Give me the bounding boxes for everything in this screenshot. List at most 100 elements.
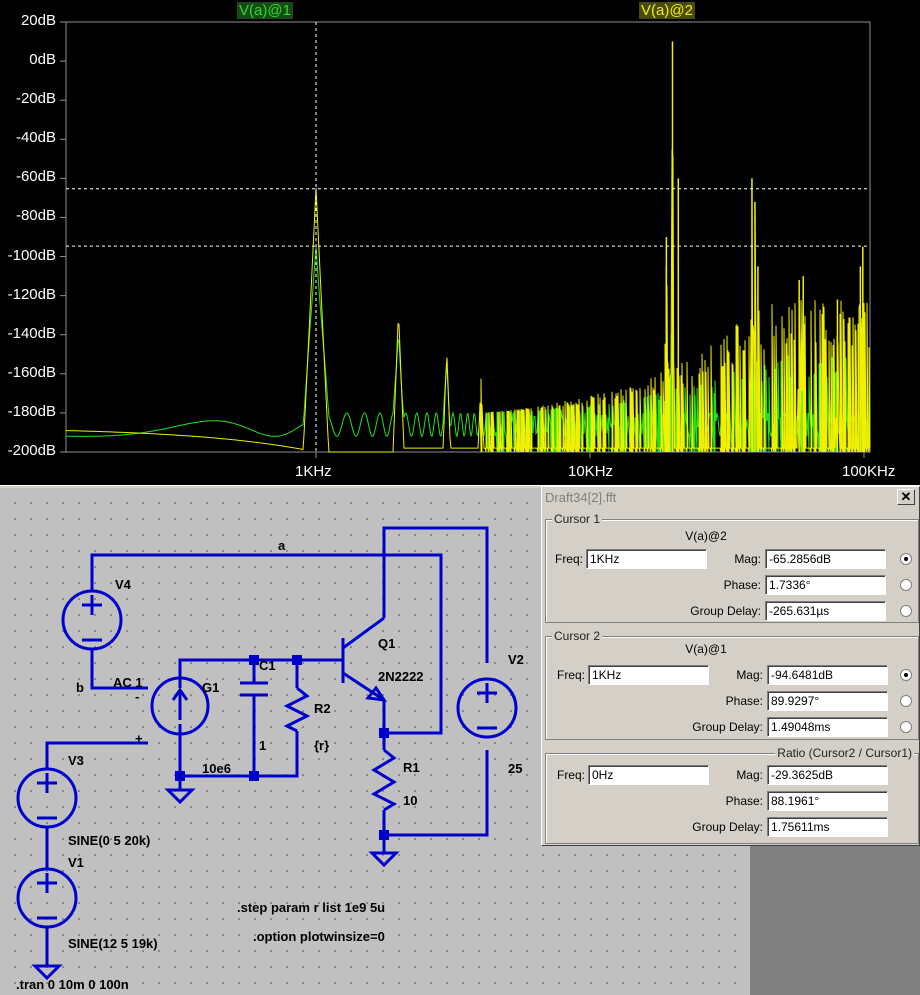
- y-tick-label: -200dB: [7, 442, 56, 459]
- source-v3[interactable]: [16, 767, 78, 829]
- ratio-mag-label: Mag:: [736, 768, 763, 782]
- v1-label: V1: [68, 855, 84, 870]
- q1-model: 2N2222: [378, 669, 424, 684]
- waveform-plot-pane[interactable]: V(a)@1 V(a)@2 20dB 0dB -20dB -40dB -60dB -80d…: [0, 0, 920, 485]
- x-tick-label: 10KHz: [568, 463, 614, 480]
- junctions: [175, 655, 389, 840]
- v2-value: 25: [508, 761, 523, 776]
- cursor2-group: Cursor 2 V(a)@1 Freq: 1KHz Mag: -94.6481…: [545, 629, 919, 740]
- step-directive[interactable]: .step param r list 1e9 5u: [237, 900, 386, 915]
- ratio-gd-label: Group Delay:: [692, 820, 763, 834]
- cursor2-phase-field[interactable]: 89.9297°: [767, 691, 888, 711]
- cursor2-mag-radio[interactable]: [900, 669, 912, 681]
- c1-value: 1: [259, 738, 267, 753]
- ratio-mag-field[interactable]: -29.3625dB: [767, 765, 888, 785]
- cursor1-freq-field[interactable]: 1KHz: [586, 549, 707, 569]
- cursor1-phase-field[interactable]: 1.7336°: [765, 575, 886, 595]
- cursor1-legend: Cursor 1: [552, 512, 603, 526]
- fft-plot-svg[interactable]: [0, 0, 920, 485]
- cursor1-phase-radio[interactable]: [900, 579, 912, 591]
- cursor2-trace: V(a)@1: [685, 642, 727, 656]
- resistor-r2[interactable]: [283, 686, 311, 733]
- v1-value: SINE(12 5 19k): [68, 936, 158, 951]
- cursor2-mag-field[interactable]: -94.6481dB: [767, 665, 888, 685]
- source-v1[interactable]: [16, 867, 78, 929]
- g1-value: 10e6: [202, 761, 231, 776]
- cursor1-mag-field[interactable]: -65.2856dB: [765, 549, 886, 569]
- wires: [45, 526, 489, 966]
- pane-splitter[interactable]: [0, 485, 920, 489]
- v4-value: AC 1: [113, 675, 143, 690]
- cursor-dialog[interactable]: Draft34[2].fft ✕ Cursor 1 V(a)@2 Freq: 1…: [541, 486, 920, 846]
- q1-label: Q1: [378, 636, 396, 651]
- plot-grid: [60, 21, 865, 458]
- ratio-freq-field[interactable]: 0Hz: [588, 765, 709, 785]
- cursor2-legend: Cursor 2: [552, 629, 603, 643]
- cursor1-gd-field[interactable]: -265.631µs: [765, 601, 886, 621]
- y-tick-label: -60dB: [15, 168, 56, 186]
- net-label-a: a: [278, 538, 286, 553]
- y-tick-label: -180dB: [7, 402, 56, 420]
- cursor1-group: Cursor 1 V(a)@2 Freq: 1KHz Mag: -65.2856…: [545, 512, 919, 623]
- x-tick-label: 100KHz: [842, 463, 896, 480]
- r2-label: R2: [314, 701, 331, 716]
- tran-directive[interactable]: .tran 0 10m 0 100n: [16, 977, 129, 992]
- dialog-title[interactable]: Draft34[2].fft: [542, 487, 919, 509]
- cursor1-freq-label: Freq:: [554, 552, 583, 566]
- r1-value: 10: [403, 793, 418, 808]
- v4-label: V4: [115, 577, 131, 592]
- source-g1[interactable]: [150, 676, 210, 736]
- plot-cursors: [66, 22, 870, 452]
- cursor2-gd-label: Group Delay:: [692, 720, 763, 734]
- g1-pin-plus: +: [135, 731, 143, 746]
- y-tick-label: -20dB: [15, 90, 56, 108]
- y-tick-label: -120dB: [7, 285, 56, 303]
- r1-label: R1: [403, 760, 420, 775]
- capacitor-c1[interactable]: [240, 681, 268, 706]
- cursor1-gd-radio[interactable]: [900, 605, 912, 617]
- c1-label: C1: [259, 658, 276, 673]
- x-tick-label: 1KHz: [295, 463, 332, 480]
- close-button[interactable]: ✕: [897, 489, 915, 505]
- cursor1-trace: V(a)@2: [685, 529, 727, 543]
- ratio-gd-field[interactable]: 1.75611ms: [767, 817, 888, 837]
- ratio-freq-label: Freq:: [556, 768, 585, 782]
- plot-traces: [66, 41, 871, 453]
- y-tick-label: -40dB: [15, 129, 56, 147]
- cursor2-freq-field[interactable]: 1KHz: [588, 665, 709, 685]
- cursor2-gd-radio[interactable]: [900, 721, 912, 733]
- cursor1-mag-radio[interactable]: [900, 553, 912, 565]
- g1-pin-minus: -: [135, 689, 140, 704]
- net-label-b: b: [76, 680, 84, 695]
- v3-value: SINE(0 5 20k): [68, 833, 151, 848]
- y-tick-label: 0dB: [29, 51, 56, 69]
- cursor2-phase-label: Phase:: [725, 694, 763, 708]
- option-directive[interactable]: .option plotwinsize=0: [253, 929, 385, 944]
- y-tick-label: -80dB: [15, 207, 56, 225]
- cursor1-mag-label: Mag:: [734, 552, 761, 566]
- y-tick-label: -100dB: [7, 246, 56, 264]
- g1-label: G1: [202, 680, 220, 695]
- r2-value: {r}: [314, 738, 330, 753]
- source-v2[interactable]: [456, 677, 518, 739]
- ratio-phase-field[interactable]: 88.1961°: [767, 791, 888, 811]
- ratio-phase-label: Phase:: [725, 794, 763, 808]
- cursor2-phase-radio[interactable]: [900, 695, 912, 707]
- source-v4[interactable]: [61, 589, 123, 651]
- resistor-r1[interactable]: [370, 748, 398, 812]
- ratio-legend: Ratio (Cursor2 / Cursor1): [775, 746, 914, 760]
- transistor-q1[interactable]: [335, 598, 388, 702]
- v3-label: V3: [68, 753, 84, 768]
- y-tick-label: 20dB: [20, 12, 56, 29]
- v2-label: V2: [508, 652, 524, 667]
- cursor2-freq-label: Freq:: [556, 668, 585, 682]
- ratio-group: Ratio (Cursor2 / Cursor1) Freq: 0Hz Mag:…: [545, 746, 919, 844]
- workspace-background: [750, 845, 920, 995]
- trace-label-v-a-1[interactable]: V(a)@1: [237, 2, 293, 19]
- cursor1-gd-label: Group Delay:: [690, 604, 761, 618]
- ground-symbols: [31, 788, 400, 981]
- trace-label-v-a-2[interactable]: V(a)@2: [639, 2, 695, 19]
- schematic-svg[interactable]: [0, 488, 750, 995]
- cursor2-gd-field[interactable]: 1.49048ms: [767, 717, 888, 737]
- y-tick-label: -160dB: [7, 363, 56, 381]
